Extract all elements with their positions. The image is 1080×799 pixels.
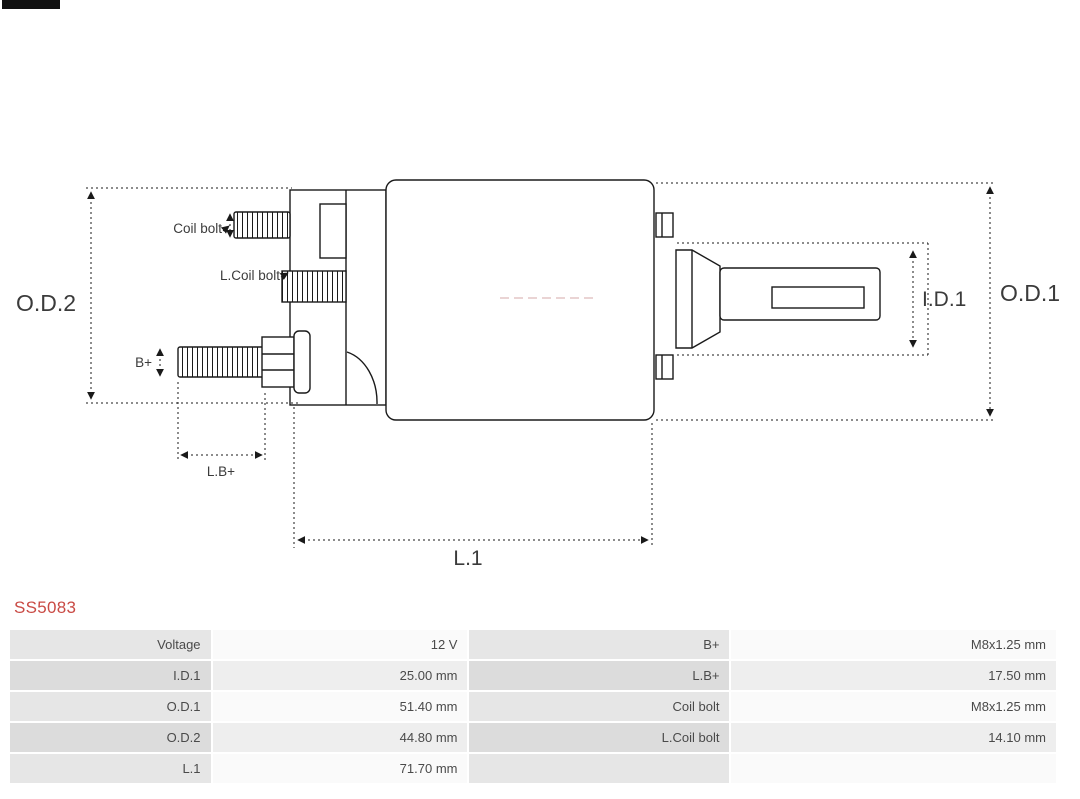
dimension-labels: O.D.2 O.D.1 I.D.1 Coil bolt L.Coil bolt … xyxy=(16,221,1060,570)
spec-label: L.1 xyxy=(10,754,211,783)
b-plus-hex-nut xyxy=(261,336,295,388)
coil-terminal-bushing xyxy=(281,270,347,303)
table-row: L.1 71.70 mm xyxy=(10,754,1056,783)
spec-value: 44.80 mm xyxy=(212,723,468,752)
l-coil-bolt-leader xyxy=(279,272,289,281)
table-row: O.D.1 51.40 mm Coil bolt M8x1.25 mm xyxy=(10,692,1056,721)
coil-bolt-label: Coil bolt xyxy=(173,221,222,236)
b-plus-label: B+ xyxy=(135,355,152,370)
logo xyxy=(2,0,60,9)
l-coil-bolt-label: L.Coil bolt xyxy=(220,268,280,283)
spec-value: M8x1.25 mm xyxy=(731,692,1056,721)
spec-label xyxy=(469,754,730,783)
bracket-top-boss xyxy=(319,203,347,259)
coil-bolt-stud xyxy=(233,211,291,239)
spec-value: 12 V xyxy=(212,630,468,659)
shaft-slot xyxy=(771,286,865,309)
spec-value: 71.70 mm xyxy=(212,754,468,783)
table-row: I.D.1 25.00 mm L.B+ 17.50 mm xyxy=(10,661,1056,690)
spec-label: Coil bolt xyxy=(469,692,730,721)
spec-label: I.D.1 xyxy=(10,661,211,690)
specs-table: Voltage 12 V B+ M8x1.25 mm I.D.1 25.00 m… xyxy=(8,628,1058,785)
l-b-plus-label: L.B+ xyxy=(207,464,235,479)
right-tab-bottom xyxy=(655,354,674,380)
spec-label: L.B+ xyxy=(469,661,730,690)
spec-label: O.D.1 xyxy=(10,692,211,721)
spec-value: 25.00 mm xyxy=(212,661,468,690)
bracket-bottom-curve xyxy=(346,351,378,405)
spec-value: 17.50 mm xyxy=(731,661,1056,690)
spec-label: O.D.2 xyxy=(10,723,211,752)
solenoid-diagram: O.D.2 O.D.1 I.D.1 Coil bolt L.Coil bolt … xyxy=(16,179,1060,570)
plunger-cone xyxy=(675,249,721,349)
id1-label: I.D.1 xyxy=(922,288,966,311)
spec-label: L.Coil bolt xyxy=(469,723,730,752)
spec-value: 51.40 mm xyxy=(212,692,468,721)
solenoid-body xyxy=(385,179,655,421)
spec-value: M8x1.25 mm xyxy=(731,630,1056,659)
right-tab-top xyxy=(655,212,674,238)
spec-label: Voltage xyxy=(10,630,211,659)
od1-label: O.D.1 xyxy=(1000,280,1060,306)
product-code: SS5083 xyxy=(14,598,77,617)
spec-value xyxy=(731,754,1056,783)
b-plus-collar xyxy=(293,330,311,394)
table-row: Voltage 12 V B+ M8x1.25 mm xyxy=(10,630,1056,659)
solenoid-drawing xyxy=(177,179,881,421)
spec-value: 14.10 mm xyxy=(731,723,1056,752)
coil-bolt-leader xyxy=(220,225,230,234)
table-row: O.D.2 44.80 mm L.Coil bolt 14.10 mm xyxy=(10,723,1056,752)
dimension-lines xyxy=(86,182,996,548)
spec-label: B+ xyxy=(469,630,730,659)
l1-label: L.1 xyxy=(453,547,482,570)
od2-label: O.D.2 xyxy=(16,290,76,316)
b-plus-stud xyxy=(177,346,265,378)
